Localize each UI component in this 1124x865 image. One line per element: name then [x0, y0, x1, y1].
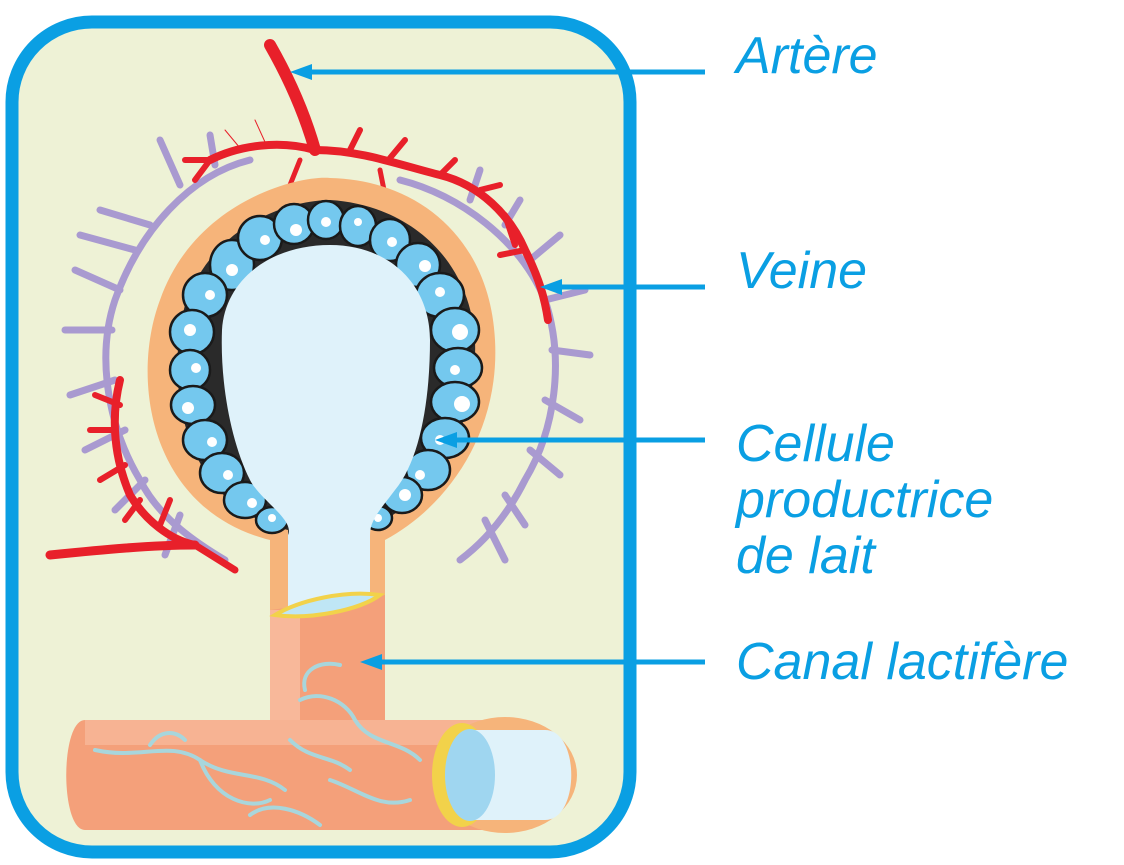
- duct-label: Canal lactifère: [736, 634, 1068, 690]
- milk-cell-label-line3: de lait: [736, 528, 993, 584]
- vertical-duct: [270, 594, 385, 740]
- vein-label: Veine: [736, 243, 867, 299]
- horizontal-duct: [66, 717, 577, 833]
- milk-cell-label: Cellule productrice de lait: [736, 416, 993, 584]
- milk-cell-label-line1: Cellule: [736, 416, 993, 472]
- artery-label: Artère: [736, 28, 878, 84]
- milk-cell-label-line2: productrice: [736, 472, 993, 528]
